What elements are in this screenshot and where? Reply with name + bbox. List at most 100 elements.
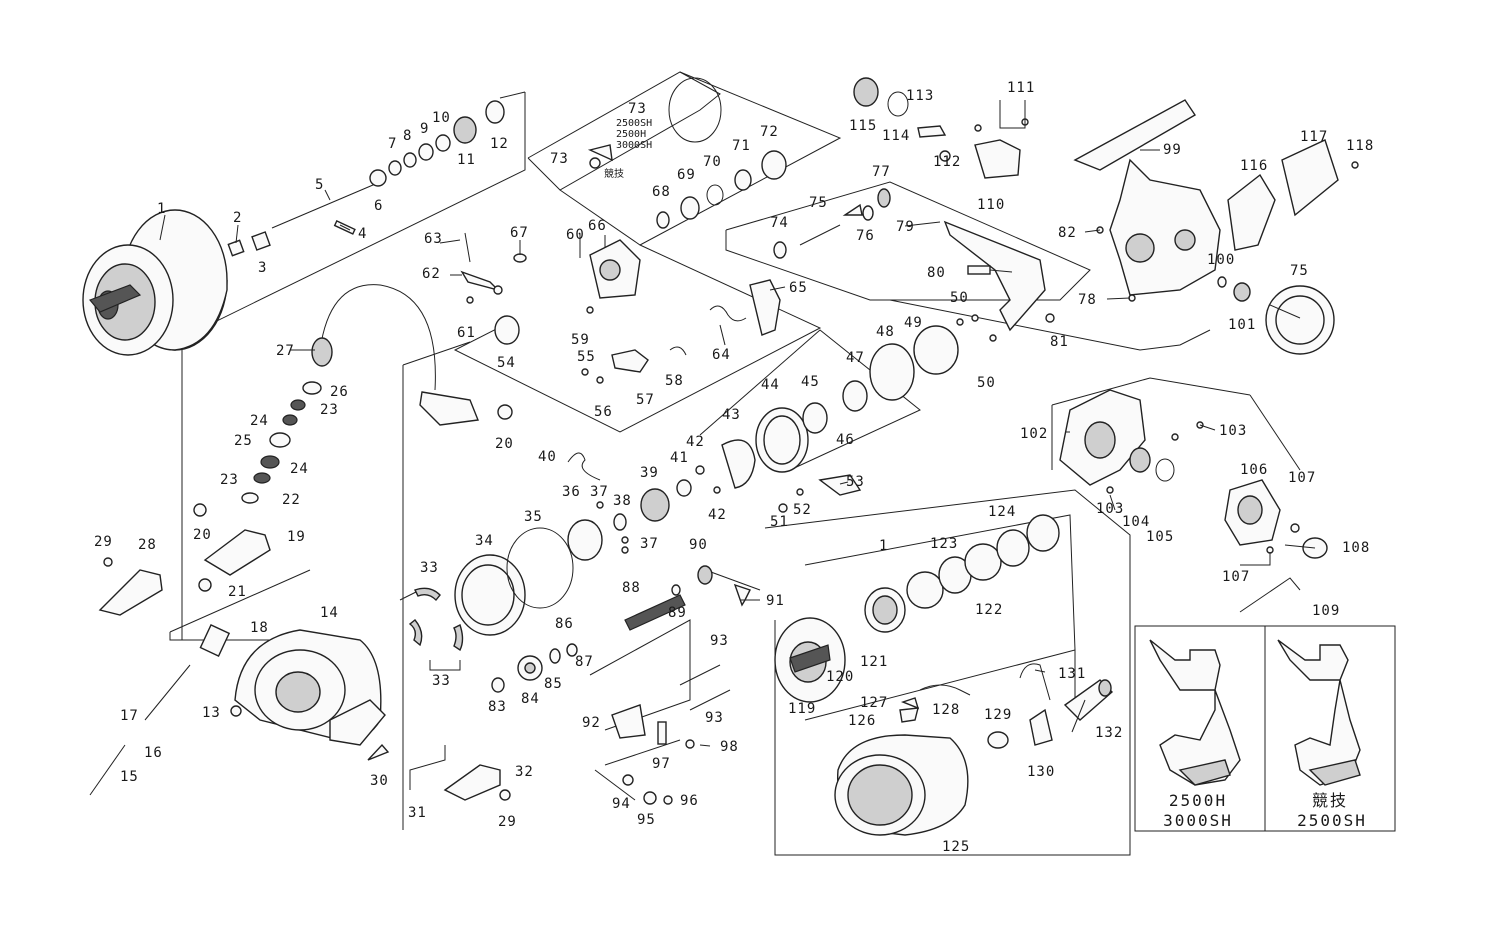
callout-95: 95 [637, 812, 656, 828]
callout-10: 10 [432, 110, 451, 126]
callout-24a: 24 [250, 413, 269, 429]
callout-14: 14 [320, 605, 339, 621]
handle-left-model-1: 2500H [1169, 791, 1227, 810]
callout-68: 68 [652, 184, 671, 200]
callout-54: 54 [497, 355, 516, 371]
callout-43: 43 [722, 407, 741, 423]
callout-94: 94 [612, 796, 631, 812]
callout-6: 6 [374, 198, 383, 214]
callout-29b: 29 [498, 814, 517, 830]
handle-2500sh-illustration [1277, 639, 1361, 786]
callout-92: 92 [582, 715, 601, 731]
spool-assembly-top [82, 209, 228, 356]
callout-35: 35 [524, 509, 543, 525]
top-middle-parts [460, 77, 891, 384]
top-right-parts [853, 77, 1055, 332]
callout-25: 25 [234, 433, 253, 449]
callout-1-spool-variant: 1 [879, 538, 888, 554]
callout-15: 15 [120, 769, 139, 785]
callout-87: 87 [575, 654, 594, 670]
callout-82: 82 [1058, 225, 1077, 241]
handle-right-kanji: 競技 [1312, 791, 1348, 810]
callout-103a: 103 [1219, 423, 1247, 439]
callout-73b: 73 [550, 151, 569, 167]
callout-29a: 29 [94, 534, 113, 550]
callout-121: 121 [860, 654, 888, 670]
callout-53: 53 [846, 474, 865, 490]
callout-37a: 37 [590, 484, 609, 500]
callout-97: 97 [652, 756, 671, 772]
callout-107b: 107 [1222, 569, 1250, 585]
pinion-and-oscillation [491, 314, 997, 805]
callout-26: 26 [330, 384, 349, 400]
callout-42b: 42 [708, 507, 727, 523]
callout-60: 60 [566, 227, 585, 243]
handle-right-model: 2500SH [1297, 811, 1367, 830]
callout-88: 88 [622, 580, 641, 596]
callout-83: 83 [488, 699, 507, 715]
callout-47: 47 [846, 350, 865, 366]
callout-78: 78 [1078, 292, 1097, 308]
callout-91: 91 [766, 593, 785, 609]
callout-120: 120 [826, 669, 854, 685]
callout-33a: 33 [420, 560, 439, 576]
callout-7: 7 [388, 136, 397, 152]
callout-13: 13 [202, 705, 221, 721]
callout-31: 31 [408, 805, 427, 821]
callout-63: 63 [424, 231, 443, 247]
note-2500h: 2500H [616, 129, 646, 140]
callout-90: 90 [689, 537, 708, 553]
callout-61: 61 [457, 325, 476, 341]
callout-118: 118 [1346, 138, 1374, 154]
callout-3: 3 [258, 260, 267, 276]
callout-104: 104 [1122, 514, 1150, 530]
callout-99: 99 [1163, 142, 1182, 158]
callout-122: 122 [975, 602, 1003, 618]
callout-116: 116 [1240, 158, 1268, 174]
callout-11: 11 [457, 152, 476, 168]
callout-81: 81 [1050, 334, 1069, 350]
callout-77: 77 [872, 164, 891, 180]
callout-19: 19 [287, 529, 306, 545]
callout-30: 30 [370, 773, 389, 789]
callout-117: 117 [1300, 129, 1328, 145]
callout-119: 119 [788, 701, 816, 717]
callout-numbers: 1 2 3 4 5 6 7 8 9 10 11 12 13 14 15 16 1… [94, 80, 1374, 855]
callout-22: 22 [282, 492, 301, 508]
callout-56: 56 [594, 404, 613, 420]
callout-39: 39 [640, 465, 659, 481]
callout-125: 125 [942, 839, 970, 855]
callout-85: 85 [544, 676, 563, 692]
callout-16: 16 [144, 745, 163, 761]
callout-67: 67 [510, 225, 529, 241]
model-notes: 2500SH 2500H 3000SH 競技 [604, 118, 652, 180]
callout-55: 55 [577, 349, 596, 365]
callout-9: 9 [420, 121, 429, 137]
callout-58: 58 [665, 373, 684, 389]
callout-4: 4 [358, 226, 367, 242]
callout-106: 106 [1240, 462, 1268, 478]
callout-109: 109 [1312, 603, 1340, 619]
callout-84: 84 [521, 691, 540, 707]
callout-62: 62 [422, 266, 441, 282]
callout-86: 86 [555, 616, 574, 632]
callout-89: 89 [668, 605, 687, 621]
handle-2500h-illustration [1149, 639, 1241, 786]
callout-74: 74 [770, 215, 789, 231]
callout-71: 71 [732, 138, 751, 154]
callout-2: 2 [233, 210, 242, 226]
callout-42a: 42 [686, 434, 705, 450]
callout-112: 112 [933, 154, 961, 170]
callout-12: 12 [490, 136, 509, 152]
callout-98: 98 [720, 739, 739, 755]
handle-left-model-2: 3000SH [1163, 811, 1233, 830]
callout-41: 41 [670, 450, 689, 466]
callout-72: 72 [760, 124, 779, 140]
callout-127: 127 [860, 695, 888, 711]
callout-49: 49 [904, 315, 923, 331]
callout-23a: 23 [320, 402, 339, 418]
callout-93b: 93 [705, 710, 724, 726]
small-parts-spool-shaft [227, 100, 505, 257]
callout-52: 52 [793, 502, 812, 518]
